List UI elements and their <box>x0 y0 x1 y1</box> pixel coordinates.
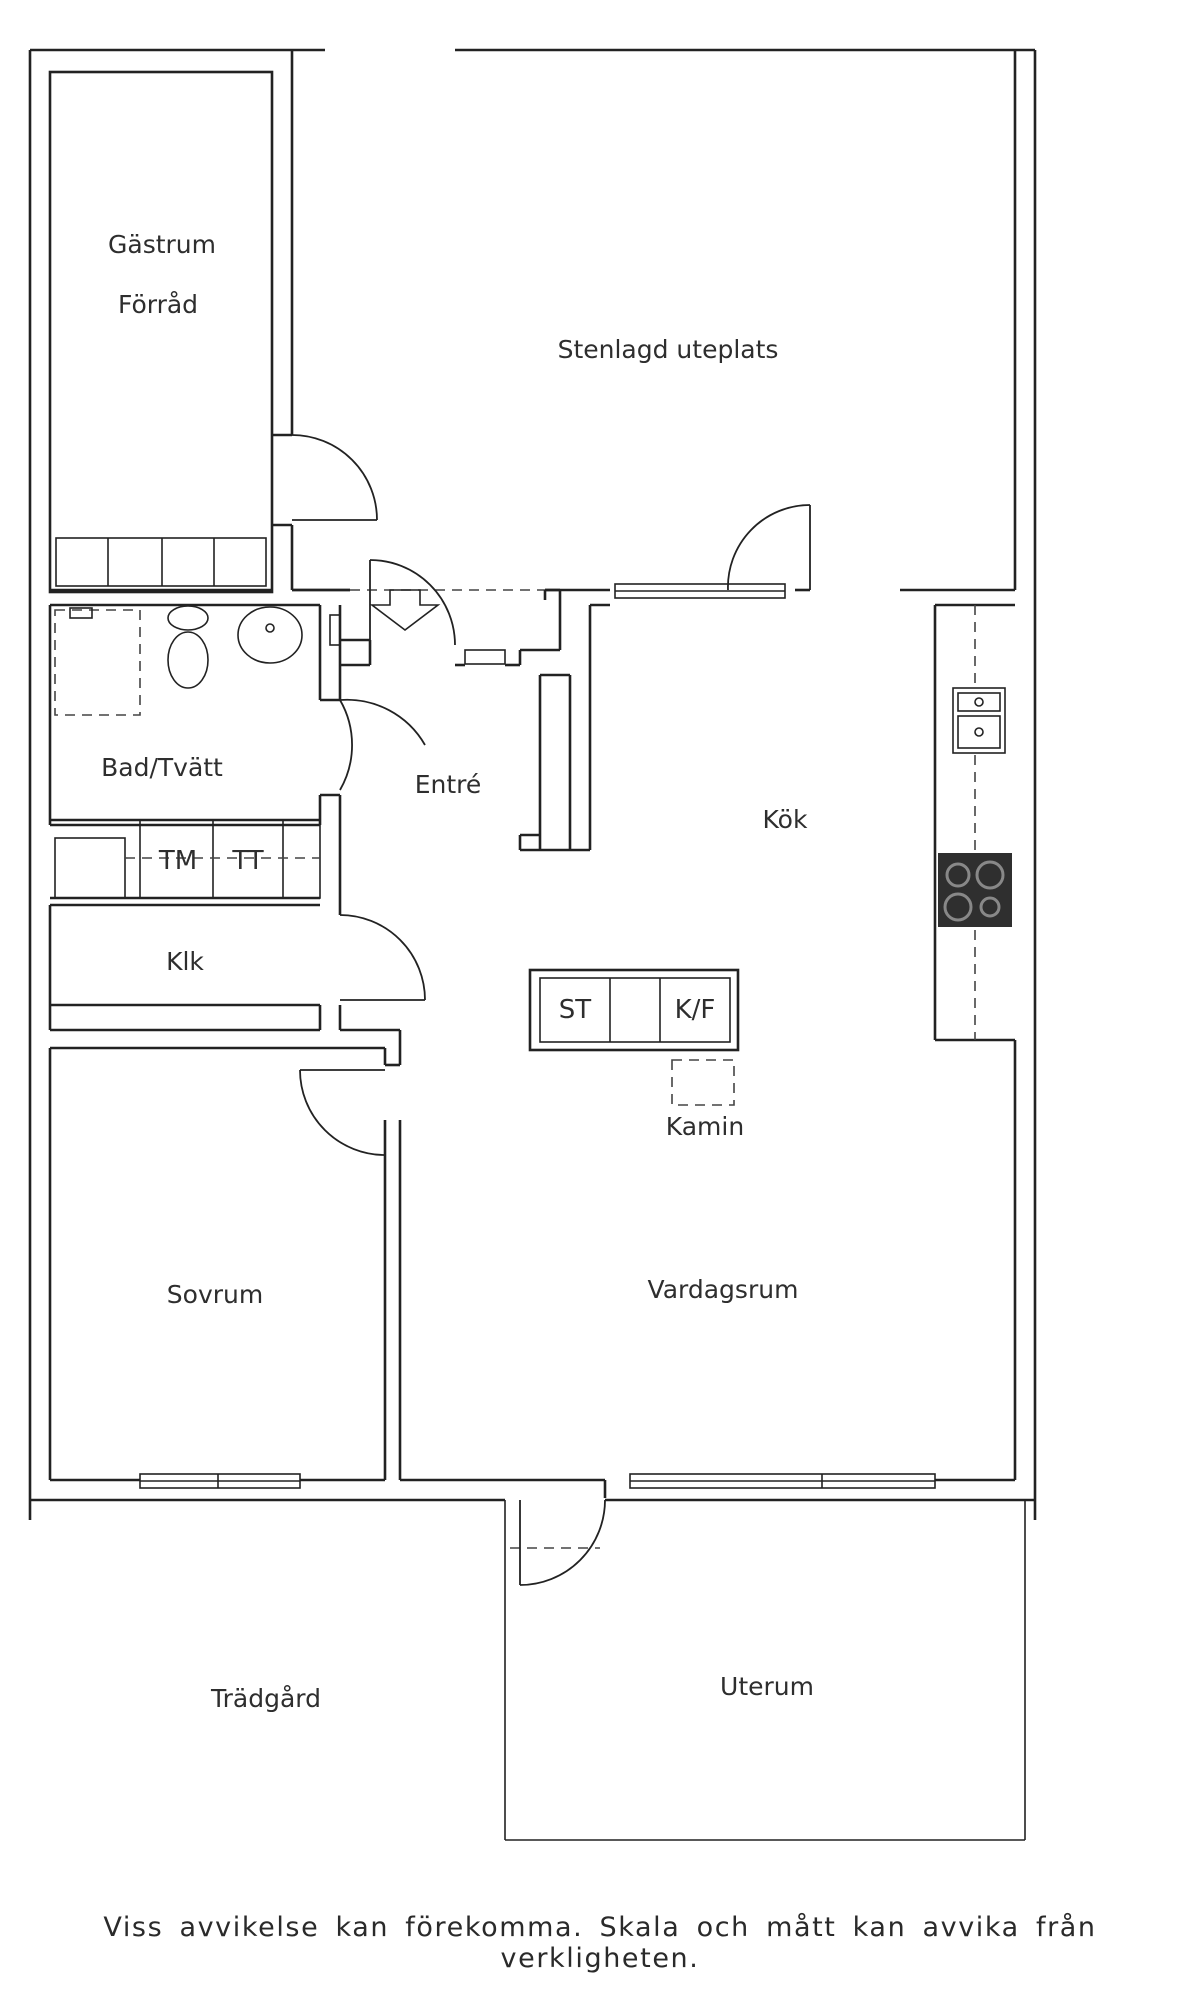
floor-plan: Gästrum Förråd Stenlagd uteplats Bad/Tvä… <box>28 48 1037 1841</box>
room-label-entre: Entré <box>415 770 482 799</box>
room-label-klk: Klk <box>166 947 204 976</box>
room-label-kok: Kök <box>763 805 808 834</box>
room-label-sovrum: Sovrum <box>167 1280 263 1309</box>
appliance-label-tt: TT <box>231 846 263 876</box>
kitchen-sink-icon <box>952 687 1006 754</box>
appliance-label-kamin: Kamin <box>666 1112 744 1141</box>
entrance-arrow-icon <box>369 589 441 632</box>
appliance-label-kf: K/F <box>675 995 716 1025</box>
room-label-vardagsrum: Vardagsrum <box>648 1275 799 1304</box>
appliance-label-tm: TM <box>158 846 197 876</box>
stove-icon <box>938 853 1012 927</box>
doors <box>291 434 811 1586</box>
room-label-forrad: Förråd <box>118 290 198 319</box>
room-label-gastrum: Gästrum <box>108 230 216 259</box>
appliance-label-st: ST <box>559 995 592 1025</box>
bathroom-fixtures <box>54 605 341 716</box>
disclaimer-text: Viss avvikelse kan förekomma. Skala och … <box>103 1912 1097 1974</box>
kitchen-island <box>528 968 740 1106</box>
room-label-tradgard: Trädgård <box>210 1684 321 1713</box>
room-label-bad: Bad/Tvätt <box>101 753 223 782</box>
room-label-uterum: Uterum <box>720 1672 814 1701</box>
walls <box>28 48 1037 1841</box>
room-label-uteplats: Stenlagd uteplats <box>558 335 779 364</box>
